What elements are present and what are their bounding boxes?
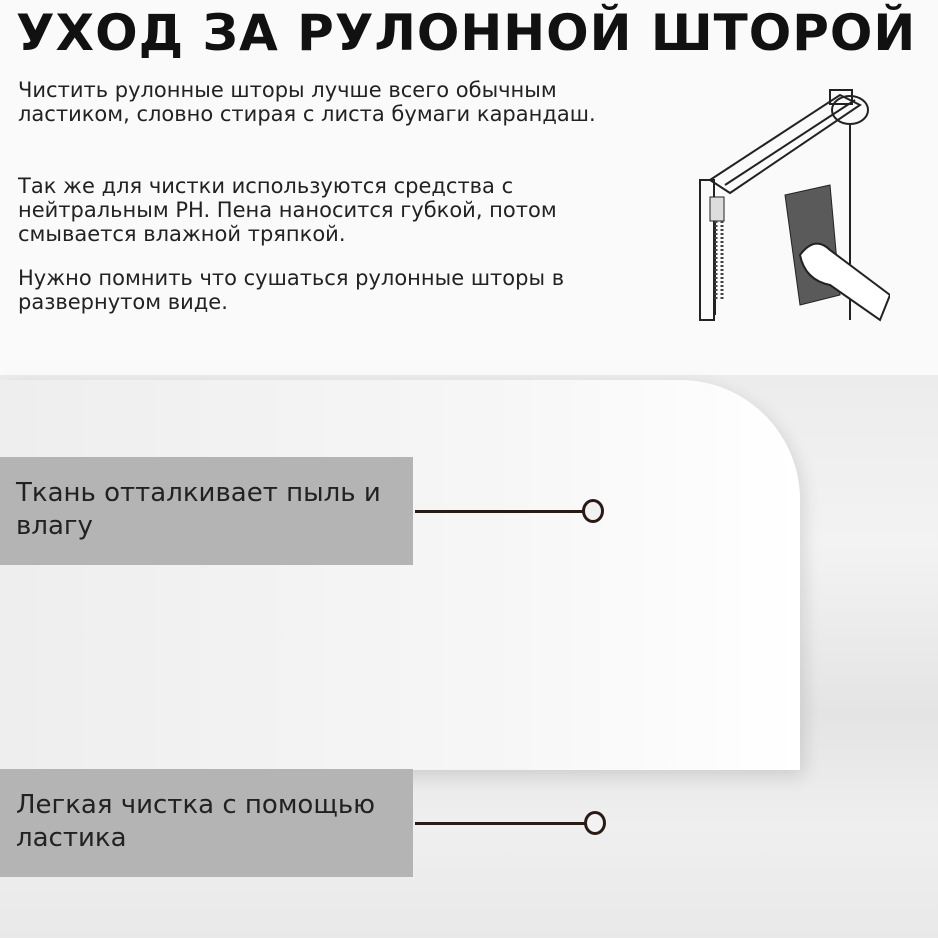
paragraph-drying: Нужно помнить что сушаться рулонные штор… — [18, 266, 565, 314]
callout-water-repellent: Ткань отталкивает пыль и влагу — [0, 457, 413, 565]
top-background — [0, 0, 938, 380]
paragraph-eraser: Чистить рулонные шторы лучше всего обычн… — [18, 78, 596, 126]
callout-dot-icon — [584, 811, 606, 835]
callout-line — [415, 510, 583, 513]
page-title: УХОД ЗА РУЛОННОЙ ШТОРОЙ — [16, 4, 917, 62]
callout-text: Ткань отталкивает пыль и влагу — [16, 478, 381, 541]
roller-blind-cleaning-illustration — [699, 89, 890, 322]
callout-easy-cleaning: Легкая чистка с помощью ластика — [0, 769, 413, 877]
callout-text: Легкая чистка с помощью ластика — [16, 790, 376, 853]
callout-dot-icon — [582, 499, 604, 523]
paragraph-ph: Так же для чистки используются средства … — [18, 174, 557, 246]
fabric-fold — [0, 380, 800, 770]
callout-line — [415, 822, 585, 825]
